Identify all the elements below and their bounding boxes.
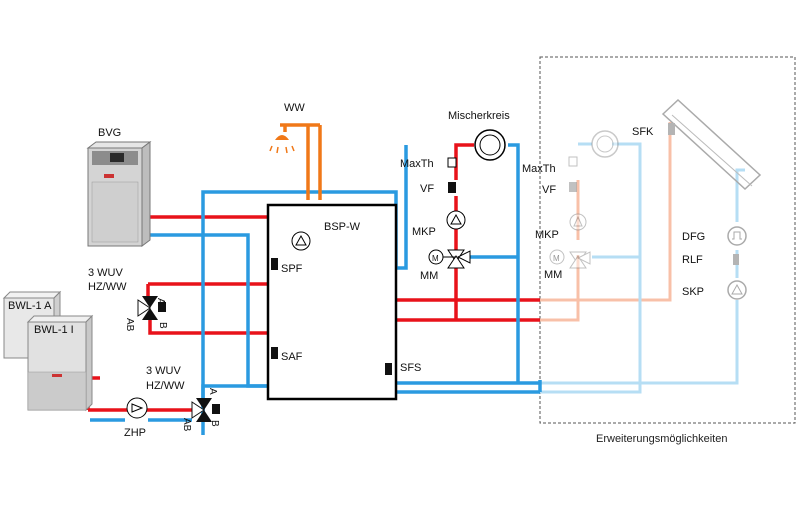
extension-mkp-label: MKP [535, 229, 559, 241]
spf-label: SPF [281, 263, 303, 275]
buffer-tank [266, 203, 398, 401]
vf-label: VF [420, 183, 434, 195]
lower-valve-port-ab: AB [181, 418, 192, 432]
maxth-sensor [447, 157, 457, 168]
rlf-sensor [733, 254, 739, 265]
bwl-heat-pumps [2, 290, 94, 412]
upper-wuv-label-2: HZ/WW [88, 281, 127, 293]
mm-mixer-valve-icon: M [428, 249, 471, 269]
mixer-circuit: M [428, 129, 506, 269]
extension-vf-label: VF [542, 184, 556, 196]
extension-caption: Erweiterungsmöglichkeiten [596, 433, 727, 445]
maxth-label: MaxTh [400, 158, 434, 170]
solar-collector: SFK [632, 98, 762, 191]
extension-mm-label: MM [544, 269, 562, 281]
mkp-pump-icon [446, 210, 466, 230]
saf-sensor [271, 347, 278, 359]
sfs-sensor [385, 363, 392, 375]
mm-label: MM [420, 270, 438, 282]
lower-wuv-label-2: HZ/WW [146, 380, 185, 392]
bvg-label: BVG [98, 127, 121, 139]
sfs-label: SFS [400, 362, 421, 374]
lower-3way-valve-icon [191, 398, 220, 422]
bwl-a-label: BWL-1 A [8, 300, 52, 312]
skp-pump [727, 280, 747, 300]
mkp-label: MKP [412, 226, 436, 238]
sfk-sensor [668, 123, 675, 135]
rlf-label: RLF [682, 254, 703, 266]
solar-station [727, 226, 747, 300]
lower-wuv-label-1: 3 WUV [146, 365, 182, 377]
upper-valve-port-ab: AB [124, 318, 135, 332]
dfg-label: DFG [682, 231, 705, 243]
bwl-i-label: BWL-1 I [34, 324, 74, 336]
spf-sensor [271, 258, 278, 270]
upper-wuv-label-1: 3 WUV [88, 267, 124, 279]
mischerkreis-label: Mischerkreis [448, 110, 510, 122]
zhp-label: ZHP [124, 427, 146, 439]
upper-valve-port-b: B [157, 322, 168, 329]
skp-label: SKP [682, 286, 704, 298]
upper-3way-valve-icon [137, 296, 166, 320]
lower-valve-port-a: A [207, 388, 218, 395]
extension-area-box [539, 56, 796, 424]
vf-sensor [448, 182, 456, 193]
lower-valve-port-b: B [209, 420, 220, 427]
extension-motor-m: M [553, 254, 560, 263]
bsp-w-label: BSP-W [324, 221, 361, 233]
saf-label: SAF [281, 351, 303, 363]
bvg-boiler [86, 141, 152, 247]
zhp-pump-icon [126, 397, 148, 419]
motor-m: M [432, 254, 439, 263]
dfg-gauge [727, 226, 747, 246]
sfk-label: SFK [632, 126, 654, 138]
extension-maxth-label: MaxTh [522, 163, 556, 175]
tank-coil-pump [291, 231, 311, 251]
ww-tap-icon [269, 135, 295, 154]
ww-label: WW [284, 102, 305, 114]
upper-valve-port-a: A [155, 298, 166, 305]
extension-mixer-circuit: M [549, 130, 619, 269]
